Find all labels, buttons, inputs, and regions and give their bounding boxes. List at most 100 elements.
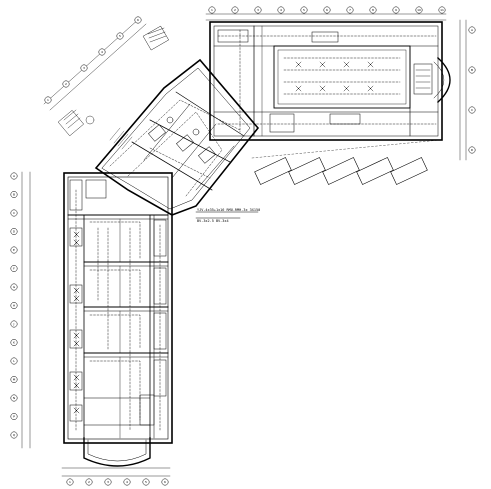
axis-bubble (116, 32, 124, 40)
axis-bubble (10, 320, 18, 328)
left-dimension-line (21, 171, 31, 449)
axis-bubbles-top: 1 2 3 4 5 6 7 8 9 10 11 (208, 6, 446, 14)
axis-bubble (438, 6, 446, 14)
axis-bubble (10, 302, 18, 309)
axis-label: A (13, 174, 16, 178)
axis-label: 8 (372, 8, 374, 12)
axis-bubble (208, 6, 216, 14)
axis-label: 1 (211, 8, 213, 12)
axis-bubble (123, 478, 131, 486)
feeder-cable-note: YJV-4x35+1x16 RMU-RMH-3x 3X150 (197, 208, 260, 212)
axis-label: H (13, 304, 15, 308)
axis-label: M (13, 378, 16, 382)
axis-bubble (62, 80, 70, 88)
axis-label: 3 (83, 66, 85, 70)
axis-bubble (10, 357, 18, 365)
axis-bubble (10, 191, 18, 198)
axis-label: A (471, 28, 474, 32)
axis-bubble (104, 478, 112, 486)
axis-bubble (161, 478, 169, 486)
hatched-equipment (58, 25, 169, 136)
axis-bubble (10, 228, 18, 235)
axis-bubble (369, 6, 377, 14)
axis-bubbles-bottom: 1 2 3 4 5 6 (66, 478, 169, 486)
axis-bubble (323, 6, 331, 14)
axis-label: N (13, 396, 15, 400)
axis-bubble (142, 478, 150, 486)
axis-bubble (66, 478, 74, 486)
axis-bubble (300, 6, 308, 14)
left-wing (63, 172, 173, 467)
right-dimension-line (459, 19, 467, 161)
axis-label: 6 (326, 8, 328, 12)
axis-label: 2 (234, 8, 236, 12)
axis-label: 3 (107, 480, 109, 484)
axis-label: 10 (417, 8, 421, 12)
axis-label: 9 (395, 8, 397, 12)
axis-label: D (13, 230, 16, 234)
axis-label: G (13, 285, 16, 289)
axis-bubble (10, 209, 18, 217)
axis-bubble (10, 413, 18, 420)
axis-label: J (13, 322, 15, 326)
axis-label: 2 (65, 82, 67, 86)
axis-label: C (13, 211, 15, 215)
axis-bubble (468, 146, 476, 154)
axis-bubble (10, 339, 18, 346)
axis-label: B (13, 193, 15, 197)
axis-bubble (231, 6, 239, 14)
axis-bubble (277, 6, 285, 14)
axis-label: 4 (126, 480, 128, 484)
left-wing-fixtures (73, 231, 80, 414)
axis-label: 4 (280, 8, 282, 12)
axis-label: 5 (303, 8, 305, 12)
axis-label: E (13, 248, 15, 252)
axis-bubble (10, 172, 18, 180)
axis-label: 2 (88, 480, 90, 484)
axis-label: Q (13, 433, 16, 437)
axis-bubble (10, 283, 18, 291)
axis-bubble (468, 26, 476, 34)
axis-bubbles-diagonal: 1 2 3 4 5 6 (44, 16, 142, 104)
axis-bubble (10, 394, 18, 402)
top-right-wing (209, 21, 451, 141)
axis-label: L (13, 359, 15, 363)
axis-bubble (10, 376, 18, 383)
axis-bubble (468, 66, 476, 74)
axis-bubble (346, 6, 354, 14)
axis-label: 5 (119, 34, 121, 38)
bottom-dimension-line (61, 467, 171, 477)
axis-bubble (98, 48, 106, 56)
axis-label: 6 (137, 18, 139, 22)
axis-label: 11 (440, 8, 444, 12)
axis-bubble (10, 246, 18, 254)
axis-bubble (254, 6, 262, 14)
axis-label: D (471, 148, 474, 152)
axis-bubble (134, 16, 142, 24)
axis-bubble (10, 265, 18, 272)
feeder-leader (195, 211, 259, 219)
axis-bubble (415, 6, 423, 14)
axis-bubble (85, 478, 93, 486)
axis-label: 5 (145, 480, 147, 484)
axis-label: 4 (101, 50, 103, 54)
diagonal-dimension-line (43, 17, 147, 111)
axis-label: K (13, 341, 16, 345)
axis-bubble (80, 64, 88, 72)
axis-bubble (468, 106, 476, 114)
axis-label: 7 (349, 8, 351, 12)
axis-bubble (44, 96, 52, 104)
axis-label: 6 (164, 480, 166, 484)
axis-label: 1 (69, 480, 71, 484)
axis-bubble (392, 6, 400, 14)
angled-wing (94, 58, 260, 216)
axis-label: 1 (47, 98, 49, 102)
axis-label: B (471, 68, 473, 72)
panel-detail-sketches (251, 139, 441, 185)
axis-label: 3 (257, 8, 259, 12)
axis-label: P (13, 415, 15, 419)
top-dimension-line (205, 13, 447, 21)
